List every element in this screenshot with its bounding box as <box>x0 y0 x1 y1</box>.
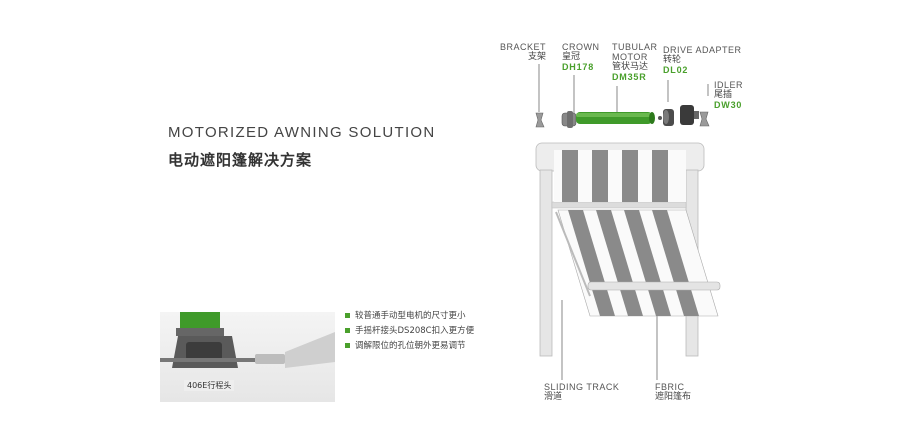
page-title-zh: 电动遮阳篷解决方案 <box>168 151 313 169</box>
feature-item: 手摇杆接头DS208C扣入更方便 <box>345 324 474 336</box>
sliding-track-label: SLIDING TRACK 滑道 <box>544 382 620 402</box>
bracket-part-right <box>699 111 710 127</box>
tubular-motor-label: TUBULAR MOTOR 管状马达 DM35R <box>612 42 658 82</box>
fabric-label: FBRIC 遮阳篷布 <box>655 382 692 402</box>
bracket-label: BRACKET 支架 <box>499 42 546 62</box>
projected-awning <box>555 209 721 317</box>
upper-fabric <box>554 150 686 202</box>
crown-part <box>561 111 577 128</box>
page-title-en: MOTORIZED AWNING SOLUTION <box>168 124 436 141</box>
idler-label: IDLER 尾插 DW30 <box>714 80 744 110</box>
bracket-part <box>535 112 545 128</box>
inset-label: 406E行程头 <box>184 380 235 391</box>
feature-item: 较普通手动型电机的尺寸更小 <box>345 309 466 321</box>
crown-label: CROWN 皇冠 DH178 <box>562 42 600 72</box>
drive-adapter-label: DRIVE ADAPTER 转轮 DL02 <box>663 45 742 75</box>
idler-part <box>680 105 699 125</box>
leader-lines <box>538 64 709 380</box>
tubular-motor-part <box>576 112 662 124</box>
drive-adapter-part <box>663 109 674 126</box>
feature-item: 调解限位的孔位朝外更易调节 <box>345 339 466 351</box>
